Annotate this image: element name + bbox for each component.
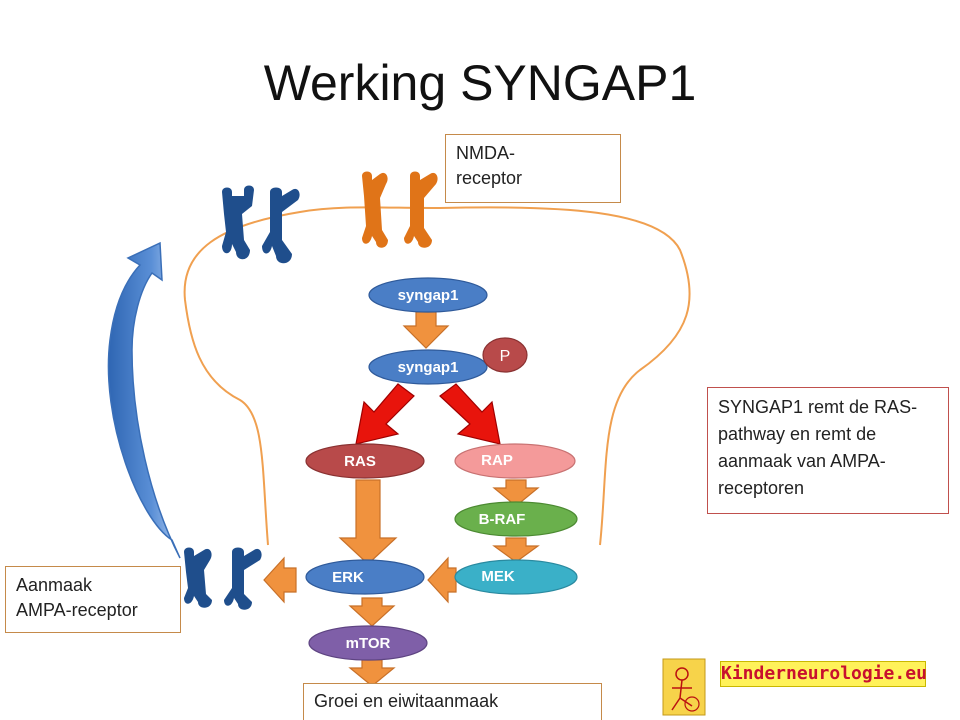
node-erk: ERK xyxy=(305,559,425,595)
node-phosphate: P xyxy=(482,337,528,373)
node-syngap1-phosphorylated: syngap1 xyxy=(368,349,488,385)
slide-title: Werking SYNGAP1 xyxy=(263,55,697,111)
logo-child-icon xyxy=(662,658,706,716)
node-syngap1-p-label: syngap1 xyxy=(398,359,459,376)
red-arrow-to-ras xyxy=(355,383,415,445)
arrow-syngap-to-syngap xyxy=(402,311,450,349)
arrow-mek-to-erk xyxy=(427,556,457,604)
ampa-receptor-top xyxy=(222,185,300,264)
ampa-receptor-bottom xyxy=(184,547,262,610)
arrow-braf-to-mek xyxy=(492,537,540,563)
node-erk-label: ERK xyxy=(332,569,364,586)
cell-membrane-outline xyxy=(183,206,691,546)
arrow-mtor-to-growth xyxy=(348,659,396,687)
block-arrows xyxy=(263,311,540,687)
nmda-receptor xyxy=(362,171,438,248)
node-syngap1-top-label: syngap1 xyxy=(398,287,459,304)
explanation-text: SYNGAP1 remt de RAS-pathway en remt de a… xyxy=(718,397,918,498)
node-braf: B-RAF xyxy=(454,501,578,537)
red-arrows xyxy=(355,383,501,445)
node-mtor: mTOR xyxy=(308,625,428,661)
node-syngap1-top: syngap1 xyxy=(368,277,488,313)
node-ras: RAS xyxy=(305,443,425,479)
node-mtor-label: mTOR xyxy=(346,635,391,652)
node-rap-label: RAP xyxy=(481,452,513,469)
node-ras-label: RAS xyxy=(344,453,376,470)
ampa-transport-curved-arrow xyxy=(107,241,181,559)
node-mek-label: MEK xyxy=(481,568,515,585)
node-rap: RAP xyxy=(454,443,576,479)
explanation-box: SYNGAP1 remt de RAS-pathway en remt de a… xyxy=(707,387,949,514)
arrow-rap-to-braf xyxy=(492,479,540,507)
nmda-receptor-label-box: NMDA- receptor xyxy=(445,134,621,203)
growth-box: Groei en eiwitaanmaak xyxy=(303,683,602,720)
arrow-ras-to-erk xyxy=(338,479,398,565)
node-braf-label: B-RAF xyxy=(479,511,526,528)
nmda-receptor-label: NMDA- receptor xyxy=(456,143,523,188)
arrow-erk-to-ampa xyxy=(263,556,297,604)
node-mek: MEK xyxy=(454,559,578,595)
node-phosphate-label: P xyxy=(500,348,511,365)
growth-label: Groei en eiwitaanmaak xyxy=(314,691,499,711)
ampa-production-box: Aanmaak AMPA-receptor xyxy=(5,566,181,633)
arrow-erk-to-mtor xyxy=(348,597,396,627)
logo-text[interactable]: Kinderneurologie.eu xyxy=(720,661,927,687)
ampa-production-label: Aanmaak AMPA-receptor xyxy=(16,575,138,620)
red-arrow-to-rap xyxy=(439,383,501,445)
